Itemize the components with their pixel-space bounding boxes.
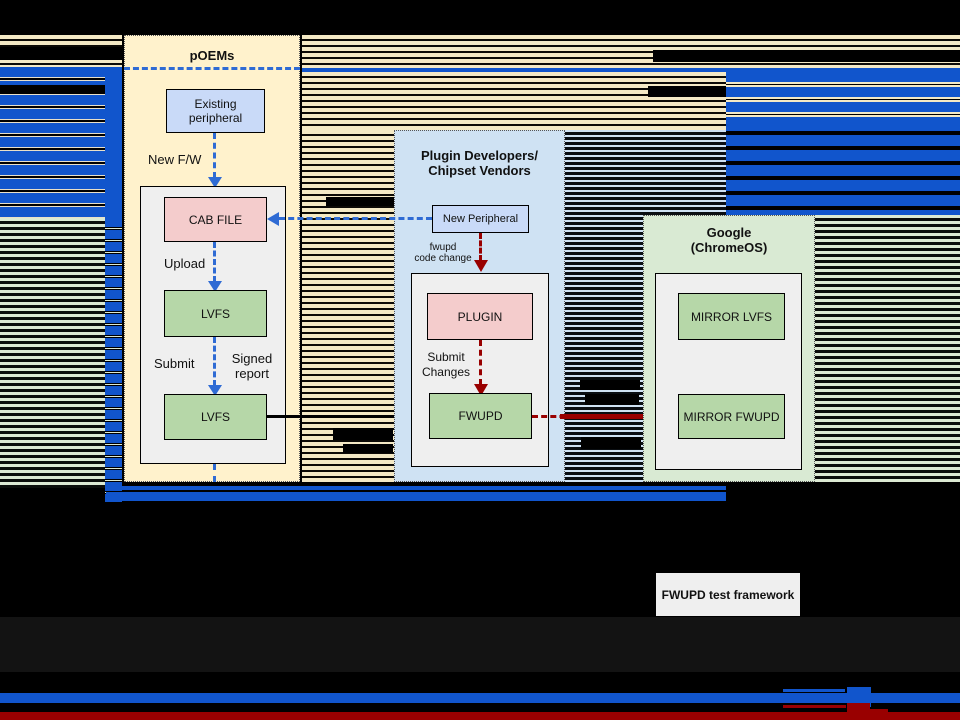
glitch-band-green-right	[815, 215, 960, 482]
node-new-peripheral-label: New Peripheral	[442, 213, 519, 225]
arrow-lvfs-to-fwupd-line	[267, 415, 417, 418]
glitch-band-tan-column	[302, 130, 395, 482]
glitch-band-green-left	[0, 218, 105, 488]
glitch-band-blue-black	[726, 120, 960, 215]
node-lvfs-upper-label: LVFS	[200, 306, 231, 321]
redaction-bar	[648, 86, 727, 97]
label-new-fw: New F/W	[148, 152, 202, 167]
node-plugin-label: PLUGIN	[457, 309, 503, 324]
redaction-bar	[333, 428, 393, 440]
arrow-newperipheral-to-cab-head	[267, 212, 279, 226]
redaction-bar	[585, 394, 639, 405]
glitch-band-lightblue-upper	[565, 130, 726, 215]
node-mirror-fwupd-label: MIRROR FWUPD	[683, 409, 780, 424]
glitch-blue-thin-bar	[106, 486, 726, 490]
poems-title: pOEMs	[189, 48, 235, 63]
plugin-vendors-title: Plugin Developers/Chipset Vendors	[420, 148, 539, 178]
glitch-blue-block	[847, 687, 871, 707]
glitch-blue-thick-bar	[106, 492, 726, 501]
redaction-bar	[0, 47, 122, 60]
glitch-blue-square-column	[105, 218, 122, 502]
arrow-fwupd-code-head	[474, 260, 488, 272]
arrow-submit-line	[213, 337, 216, 386]
glitch-band-tan-mid-right	[302, 72, 726, 130]
node-fwupd-test-framework: FWUPD test framework	[656, 573, 800, 616]
dashed-line-below-lvfs	[213, 464, 216, 482]
redaction-bar	[653, 50, 960, 62]
node-new-peripheral: New Peripheral	[432, 205, 529, 233]
arrow-new-fw-line	[213, 133, 216, 178]
node-fwupd-test-framework-label: FWUPD test framework	[661, 587, 795, 602]
arrow-submit-head	[208, 385, 222, 396]
node-lvfs-lower-label: LVFS	[200, 410, 231, 424]
arrow-fwupd-to-mirror-solid	[560, 414, 643, 419]
arrow-upload-line	[213, 242, 216, 282]
label-submit: Submit	[154, 356, 195, 371]
redaction-bar	[580, 380, 640, 390]
node-lvfs-upper: LVFS	[164, 290, 267, 337]
arrow-upload-head	[208, 281, 222, 292]
label-upload: Upload	[164, 256, 206, 271]
redaction-bar	[0, 85, 105, 94]
node-mirror-fwupd: MIRROR FWUPD	[678, 394, 785, 439]
arrow-fwupd-code-line	[479, 233, 482, 261]
node-plugin: PLUGIN	[427, 293, 533, 340]
glitch-red-block	[847, 703, 870, 713]
glitch-red-sliver	[783, 705, 846, 708]
glitch-bottom-blue-bar	[0, 693, 960, 703]
node-fwupd-label: FWUPD	[458, 409, 503, 423]
glitch-blue-sliver	[783, 689, 845, 692]
glitch-darkgray-band	[0, 617, 960, 672]
glitch-blue-line	[302, 68, 960, 72]
arrow-newperipheral-to-cab-line	[279, 217, 432, 220]
poems-top-dashed-line	[124, 67, 300, 70]
node-lvfs-lower: LVFS	[164, 394, 267, 440]
node-fwupd: FWUPD	[429, 393, 532, 439]
node-cab-file: CAB FILE	[164, 197, 267, 242]
node-cab-file-label: CAB FILE	[188, 212, 243, 227]
node-mirror-lvfs-label: MIRROR LVFS	[690, 309, 773, 324]
redaction-bar	[343, 444, 393, 453]
glitch-blue-column	[105, 67, 122, 218]
redaction-bar	[326, 197, 394, 206]
glitch-red-step	[870, 709, 888, 713]
node-mirror-lvfs: MIRROR LVFS	[678, 293, 785, 340]
glitch-bottom-red-bar	[0, 712, 960, 720]
arrow-new-fw-head	[208, 177, 222, 188]
arrow-submit-changes-line	[479, 340, 482, 385]
glitch-band-blue-tan	[726, 72, 960, 120]
google-title: Google(ChromeOS)	[690, 225, 768, 255]
redaction-bar	[581, 437, 641, 449]
